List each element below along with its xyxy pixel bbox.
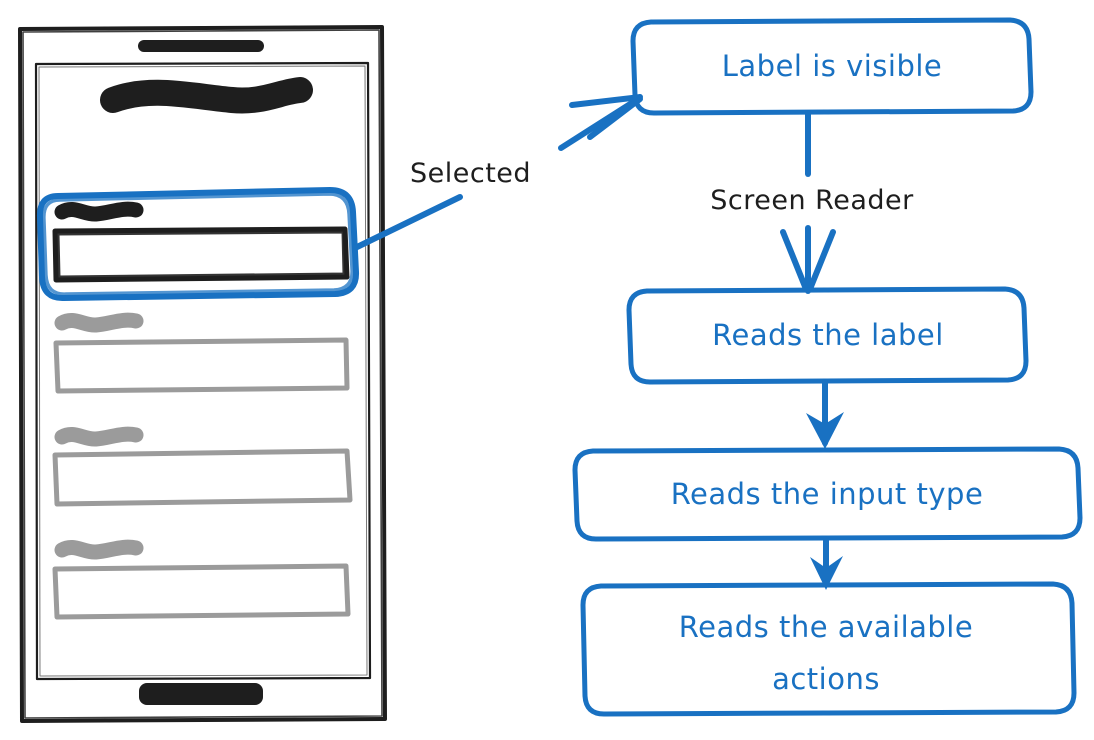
node-4-box [580,581,1077,717]
selection-highlight-ring [36,187,360,302]
edge-node2-node3 [806,379,844,449]
flow-node-reads-the-available-actions[interactable]: Reads the available actions [580,581,1077,717]
phone-speaker-bar [138,40,264,52]
node-2-box [626,286,1029,385]
phone-screen-area [34,61,372,681]
flow-node-reads-the-label[interactable]: Reads the label [626,286,1029,385]
edge-3-arrowhead [810,556,843,590]
edge-node3-node4 [810,536,843,590]
phone-home-indicator [139,683,263,705]
field-input-box-selected[interactable] [52,226,350,283]
edge-1-label-screen-reader: Screen Reader [710,185,914,216]
field-label-placeholder-2 [54,312,144,333]
field-label-placeholder-3 [54,426,144,447]
node-4-label-line-1: Reads the available [679,610,973,644]
field-label-placeholder-selected [54,201,144,222]
form-field-4[interactable] [52,539,351,620]
form-field-selected[interactable] [36,187,360,302]
screen-title-placeholder [100,77,313,114]
field-input-box-2[interactable] [53,337,350,394]
field-input-box-selected-echo [56,230,346,279]
selected-callout-group: Selected [352,94,643,251]
node-3-label: Reads the input type [671,477,984,511]
selected-leader-line [352,194,463,251]
form-field-2[interactable] [53,312,350,394]
form-field-3[interactable] [52,426,353,507]
node-1-box [630,17,1034,116]
selection-highlight-ring-echo [42,192,354,296]
node-3-box [572,446,1083,542]
phone-screen-area-echo [38,65,368,677]
edge-2-arrowhead [806,412,844,449]
selected-callout-label: Selected [410,158,531,189]
node-2-label: Reads the label [712,318,944,352]
node-4-label-line-2: actions [772,662,880,696]
edge-node1-node2: Screen Reader [710,110,914,294]
node-1-label: Label is visible [722,49,943,83]
phone-outer-frame-echo [22,29,383,719]
selected-arrowhead [569,94,643,140]
edge-1-arrowhead [780,229,836,292]
phone-outer-frame [18,25,387,723]
field-label-placeholder-4 [54,539,144,560]
field-input-box-3[interactable] [52,448,353,507]
flow-node-label-is-visible[interactable]: Label is visible [630,17,1034,116]
field-input-box-4[interactable] [52,563,351,620]
flow-node-reads-the-input-type[interactable]: Reads the input type [572,446,1083,542]
phone-wireframe [18,25,387,723]
